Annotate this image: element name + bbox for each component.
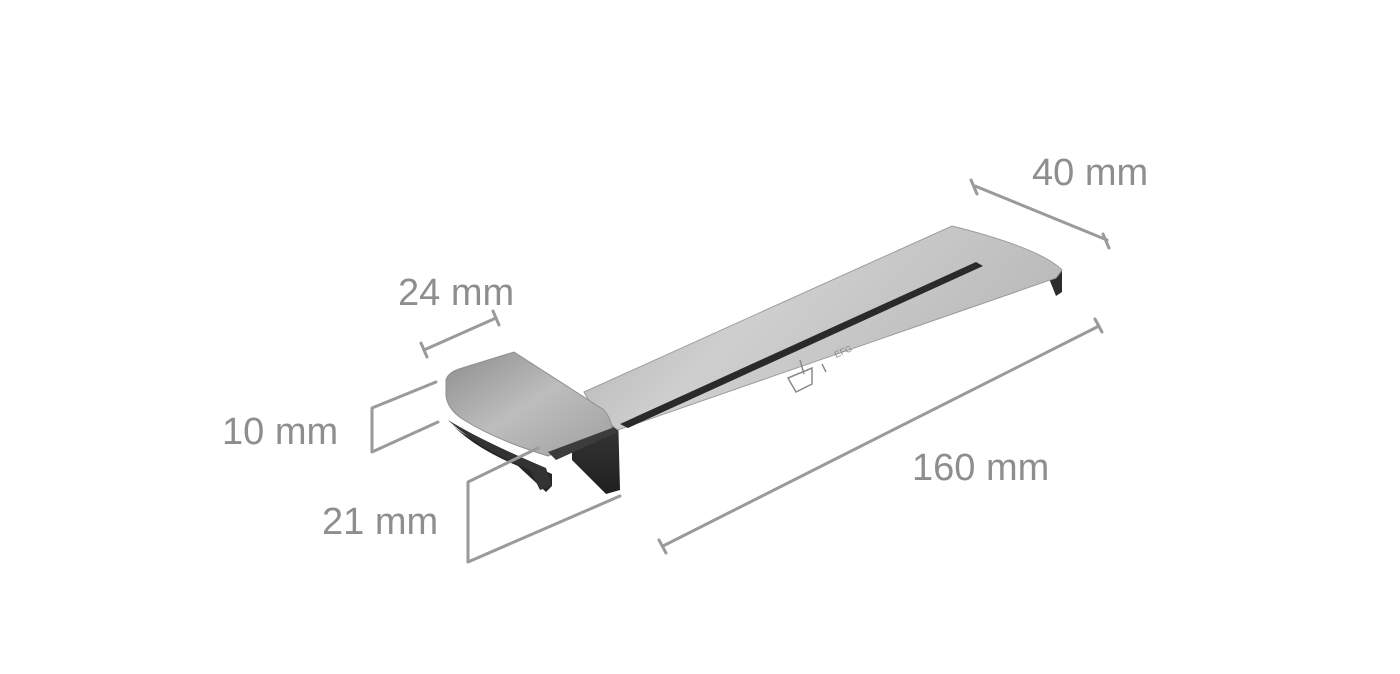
label-depth: 21 mm: [322, 501, 438, 543]
label-tab-height: 10 mm: [222, 411, 338, 453]
label-width: 40 mm: [1032, 152, 1148, 194]
dimension-length: [657, 317, 1104, 555]
dimension-tab-length: [419, 309, 501, 359]
bracket-tab-inner-face: [448, 396, 552, 490]
bracket-main-plate: [583, 225, 1063, 431]
dimension-width: [969, 178, 1111, 250]
bracket-tab-underside: [548, 428, 618, 460]
bracket-tab-top: [445, 351, 613, 457]
dimension-depth: [466, 446, 622, 564]
steel-bracket: EFG: [445, 225, 1063, 494]
label-length: 160 mm: [912, 447, 1049, 489]
label-tab-length: 24 mm: [398, 272, 514, 314]
dimension-tab-height: [370, 380, 440, 454]
bracket-slot: [620, 262, 983, 428]
